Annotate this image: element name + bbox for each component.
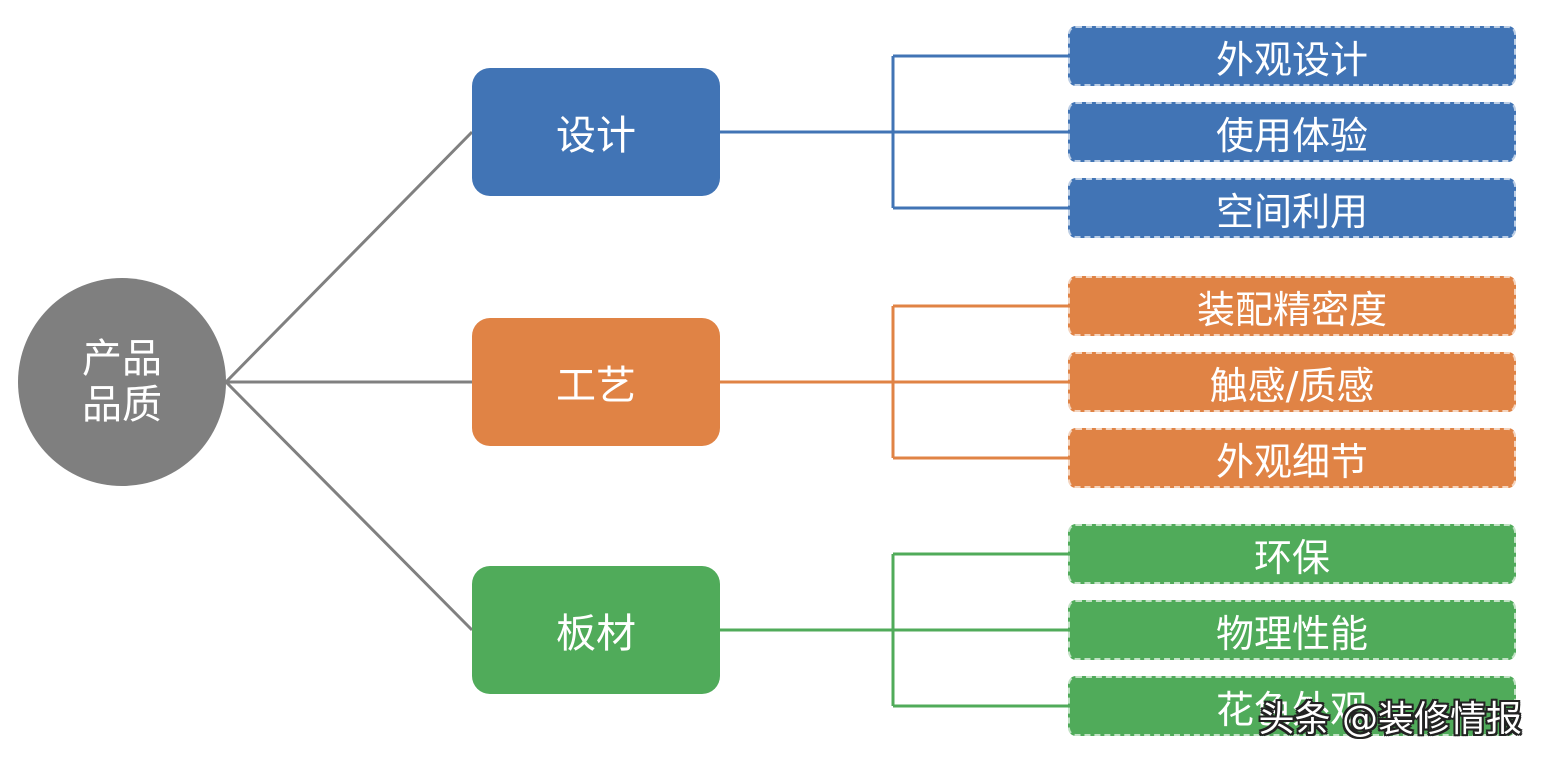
root-node-product-quality: 产品 品质 xyxy=(18,278,226,486)
root-label-line-1: 产品 xyxy=(82,336,162,382)
leaf-node-color-appearance: 花色外观 xyxy=(1068,676,1516,736)
root-to-branch-line xyxy=(224,130,474,384)
root-to-branch-line xyxy=(224,380,474,632)
leaf-node-user-experience: 使用体验 xyxy=(1068,102,1516,162)
leaf-node-appearance-detail: 外观细节 xyxy=(1068,428,1516,488)
leaf-node-appearance-design: 外观设计 xyxy=(1068,26,1516,86)
watermark-text: 头条 @装修情报 xyxy=(1258,699,1522,740)
branch-node-design: 设计 xyxy=(472,68,720,196)
branch-node-craft: 工艺 xyxy=(472,318,720,446)
leaf-node-space-utilization: 空间利用 xyxy=(1068,178,1516,238)
root-label-line-2: 品质 xyxy=(82,382,162,428)
leaf-node-physical-properties: 物理性能 xyxy=(1068,600,1516,660)
branch-node-board: 板材 xyxy=(472,566,720,694)
leaf-node-assembly-precision: 装配精密度 xyxy=(1068,276,1516,336)
leaf-node-eco-friendly: 环保 xyxy=(1068,524,1516,584)
leaf-node-touch-texture: 触感/质感 xyxy=(1068,352,1516,412)
